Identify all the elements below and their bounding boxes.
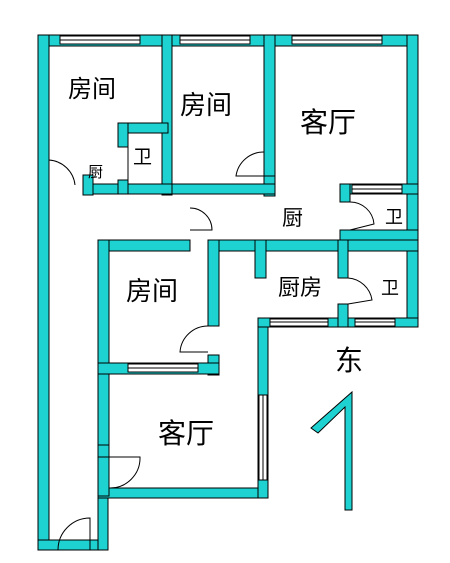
- wall-bath1-left: [117, 122, 129, 148]
- wall-middle-left: [97, 239, 191, 252]
- wall-bottom-middle: [97, 487, 269, 499]
- door-bath2: [349, 201, 375, 231]
- label-bedroom-top-middle: 房间: [180, 91, 232, 121]
- wall-bath3-left: [337, 239, 349, 279]
- wall-bath2-bottom: [339, 229, 419, 241]
- label-bath-top-left: 卫: [133, 146, 152, 168]
- doors: [48, 147, 375, 551]
- windows: [59, 35, 403, 481]
- label-bedroom-lower: 房间: [126, 277, 178, 307]
- wall-kitchen-left: [82, 174, 94, 196]
- door-bath3: [347, 277, 373, 305]
- wall-left: [37, 34, 50, 551]
- label-kitchen-center: 厨: [282, 206, 303, 230]
- wall-right-upper: [406, 34, 419, 326]
- room-labels: 房间 房间 客厅 卫 厨 厨 卫 房间 厨房 卫 客厅 东: [68, 75, 403, 450]
- wall-entry-left: [97, 444, 110, 458]
- label-bath-right-upper: 卫: [385, 207, 403, 228]
- north-arrow-icon: [310, 390, 353, 511]
- wall-bedroom2-right: [207, 239, 220, 327]
- wall-middle-right: [211, 239, 419, 252]
- label-living-room-lower: 客厅: [158, 417, 214, 450]
- label-bedroom-top-left: 房间: [68, 75, 116, 103]
- wall-divider-1: [161, 34, 173, 196]
- wall-bottom-left: [37, 539, 101, 551]
- label-kitchen-top-left: 厨: [88, 163, 103, 181]
- wall-bath1-bottom: [117, 179, 129, 195]
- door-living-lower: [108, 456, 141, 489]
- wall-divider-2: [263, 34, 276, 186]
- door-bedroom2: [179, 325, 209, 353]
- wall-corridor-top-left: [87, 183, 176, 195]
- door-entry-upper: [48, 159, 76, 190]
- wall-bath2-left: [339, 183, 351, 203]
- wall-corridor-top-mid: [171, 183, 276, 195]
- label-kitchen-lower: 厨房: [278, 276, 322, 301]
- label-compass-east: 东: [335, 344, 363, 377]
- label-bath-right-lower: 卫: [381, 278, 399, 299]
- label-living-room-top: 客厅: [300, 106, 356, 139]
- wall-kitchen2-left: [254, 239, 267, 279]
- north-arrow-icon: [310, 390, 353, 511]
- door-entry-bottom: [57, 517, 91, 551]
- wall-bath3-left-lower: [337, 303, 349, 328]
- door-corridor: [189, 207, 213, 231]
- door-living-top: [235, 151, 265, 177]
